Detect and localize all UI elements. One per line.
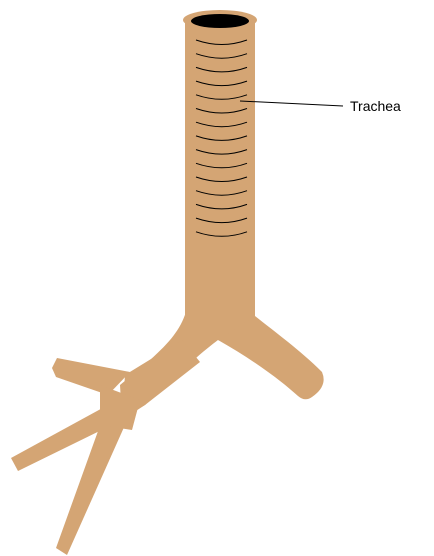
trachea-tube [185, 20, 255, 320]
trachea-label: Trachea [350, 98, 401, 114]
trachea-lumen [191, 14, 249, 28]
left-upper-branch [52, 358, 130, 395]
trachea-leader-line [240, 101, 343, 106]
bronchial-tree [11, 285, 324, 555]
